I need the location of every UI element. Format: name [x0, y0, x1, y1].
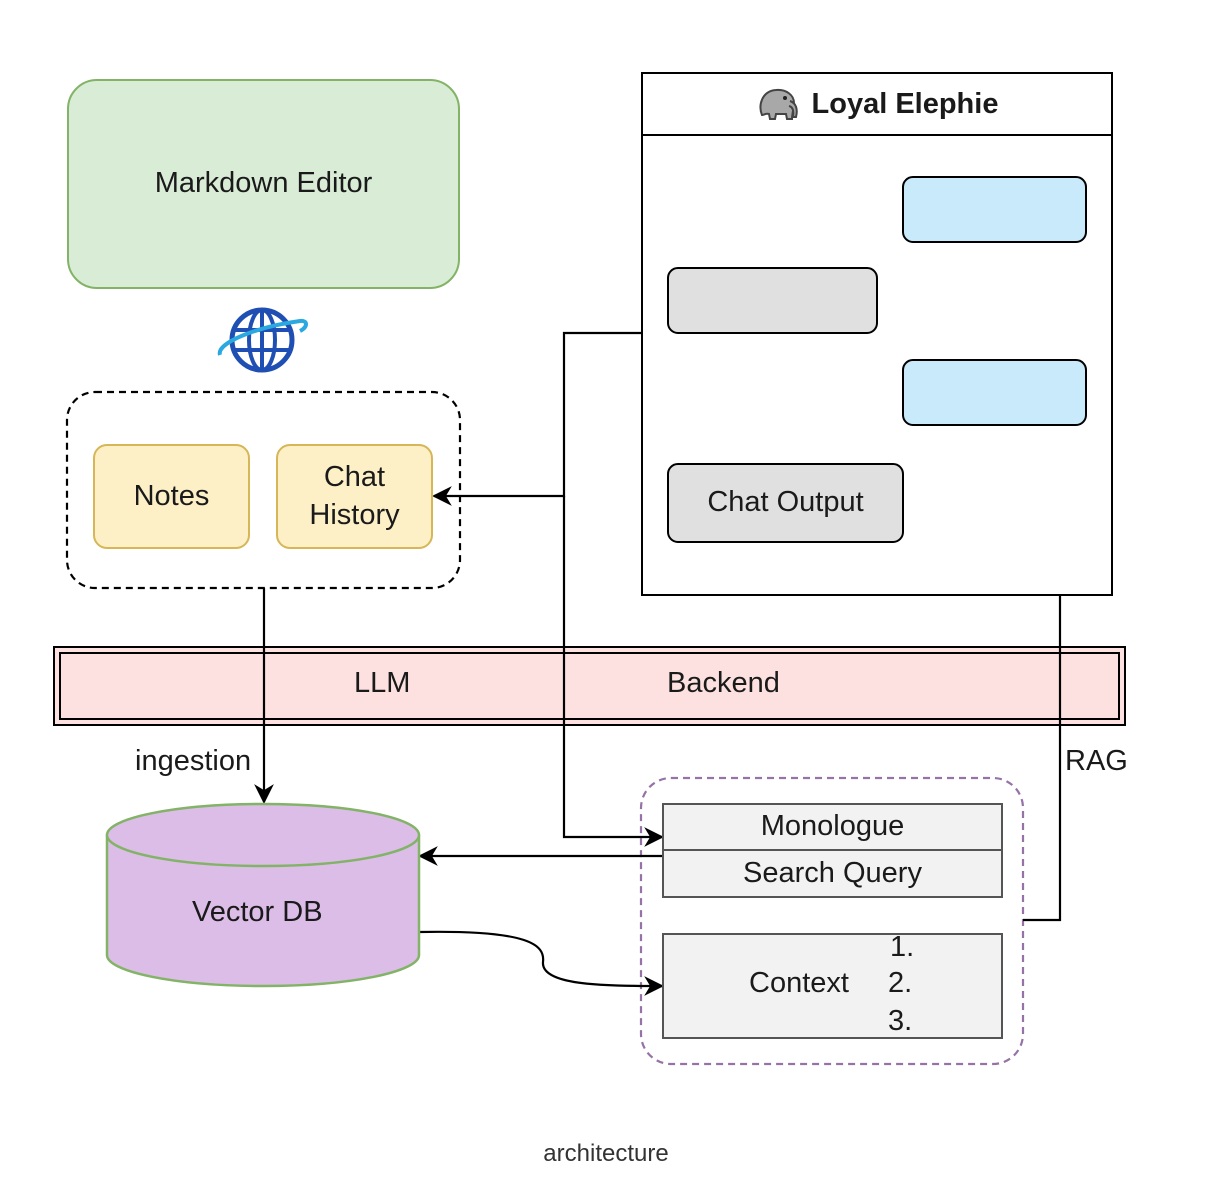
- figure-caption: architecture: [543, 1140, 669, 1167]
- ingestion-label: ingestion: [135, 745, 252, 778]
- monologue-box: Monologue: [662, 803, 1003, 851]
- search-query-box: Search Query: [662, 849, 1003, 898]
- notes-box: Notes: [93, 444, 250, 549]
- context-item-1: 1.: [890, 931, 915, 963]
- vector-db-cylinder: [105, 802, 421, 988]
- llm-label: LLM: [354, 667, 411, 699]
- rag-label: RAG: [1065, 745, 1128, 777]
- user-bubble-2: [902, 359, 1087, 426]
- chat-output-label: Chat Output: [707, 486, 864, 519]
- globe-icon: [217, 307, 308, 373]
- bot-bubble-1: [667, 267, 878, 334]
- markdown-editor-box: Markdown Editor: [67, 79, 460, 289]
- notes-label: Notes: [133, 479, 210, 512]
- chat-history-box: Chat History: [276, 444, 433, 549]
- elephant-icon: [759, 88, 798, 120]
- search-query-label: Search Query: [743, 856, 922, 889]
- user-bubble-1: [902, 176, 1087, 243]
- context-item-2: 2.: [888, 967, 913, 999]
- edge-app-to-history: [432, 331, 642, 506]
- edge-app-to-monologue: [562, 496, 664, 847]
- backend-label: Backend: [667, 667, 780, 699]
- loyal-elephie-header: Loyal Elephie: [643, 74, 1111, 136]
- edge-db-to-context: [419, 930, 664, 996]
- chat-history-label: Chat History: [309, 460, 400, 531]
- llm-backend-inner: [59, 652, 1120, 720]
- markdown-editor-label: Markdown Editor: [154, 167, 373, 200]
- context-item-3: 3.: [888, 1005, 913, 1037]
- llm-backend-outer: [53, 646, 1126, 726]
- app-title: Loyal Elephie: [811, 87, 999, 120]
- chat-output-box: Chat Output: [667, 463, 904, 543]
- context-label: Context: [749, 967, 849, 999]
- monologue-label: Monologue: [760, 810, 905, 843]
- context-box: Context 1. 2. 3.: [662, 931, 1003, 1039]
- vector-db-label: Vector DB: [192, 896, 323, 928]
